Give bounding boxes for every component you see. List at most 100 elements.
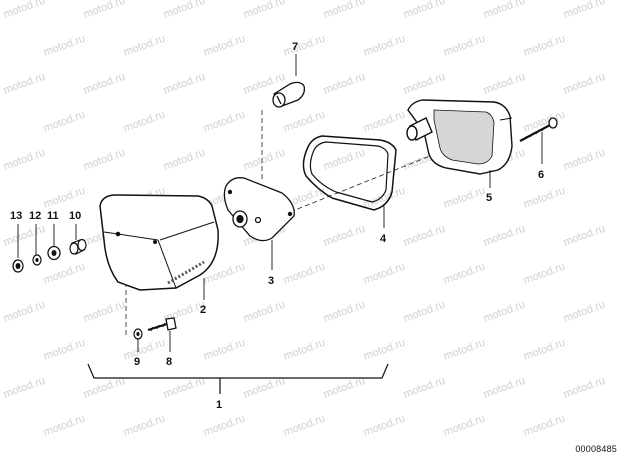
- callout-1: 1: [216, 399, 222, 411]
- part-7-bulb: [272, 81, 306, 108]
- watermark-text: motod.ru: [442, 413, 487, 439]
- watermark-text: motod.ru: [282, 261, 327, 287]
- part-11-grommet: [47, 245, 61, 261]
- watermark-text: motod.ru: [162, 0, 207, 21]
- watermark-text: motod.ru: [122, 109, 167, 135]
- part-10-spacer: [69, 238, 87, 255]
- watermark-text: motod.ru: [2, 147, 47, 173]
- watermark-text: motod.ru: [162, 147, 207, 173]
- watermark-text: motod.ru: [242, 375, 287, 401]
- watermark-text: motod.ru: [282, 109, 327, 135]
- part-2-lens-housing: [99, 194, 219, 291]
- watermark-text: motod.ru: [482, 375, 527, 401]
- watermark-text: motod.ru: [122, 413, 167, 439]
- watermark-text: motod.ru: [562, 223, 607, 249]
- watermark-text: motod.ru: [162, 375, 207, 401]
- watermark-text: motod.ru: [242, 0, 287, 21]
- callout-7: 7: [292, 41, 298, 53]
- callout-2: 2: [200, 304, 206, 316]
- leader-lines: [17, 54, 543, 352]
- watermark-text: motod.ru: [442, 33, 487, 59]
- watermark-text: motod.ru: [402, 375, 447, 401]
- callout-6: 6: [538, 169, 544, 181]
- part-13-nut: [12, 259, 24, 273]
- callout-11: 11: [47, 210, 59, 222]
- watermark-layer: motod.ru motod.ru motod.ru motod.ru motod.ru…: [2, 0, 607, 439]
- part-3-bulb-holder: [223, 177, 295, 242]
- watermark-text: motod.ru: [122, 337, 167, 363]
- watermark-text: motod.ru: [202, 33, 247, 59]
- watermark-text: motod.ru: [522, 33, 567, 59]
- watermark-text: motod.ru: [522, 261, 567, 287]
- watermark-text: motod.ru: [82, 0, 127, 21]
- watermark-text: motod.ru: [322, 223, 367, 249]
- watermark-text: motod.ru: [282, 33, 327, 59]
- watermark-text: motod.ru: [42, 109, 87, 135]
- callout-13: 13: [10, 210, 22, 222]
- watermark-text: motod.ru: [242, 299, 287, 325]
- watermark-text: motod.ru: [402, 299, 447, 325]
- watermark-text: motod.ru: [562, 375, 607, 401]
- watermark-text: motod.ru: [202, 337, 247, 363]
- watermark-text: motod.ru: [322, 71, 367, 97]
- watermark-text: motod.ru: [482, 71, 527, 97]
- watermark-text: motod.ru: [362, 337, 407, 363]
- watermark-text: motod.ru: [442, 337, 487, 363]
- watermark-text: motod.ru: [322, 147, 367, 173]
- watermark-text: motod.ru: [2, 71, 47, 97]
- watermark-text: motod.ru: [442, 261, 487, 287]
- watermark-text: motod.ru: [522, 109, 567, 135]
- watermark-text: motod.ru: [562, 299, 607, 325]
- part-5-reflector-housing: [406, 99, 513, 175]
- watermark-text: motod.ru: [562, 0, 607, 21]
- assembly-axis-lines: [125, 110, 441, 335]
- watermark-text: motod.ru: [522, 185, 567, 211]
- watermark-text: motod.ru: [2, 299, 47, 325]
- watermark-text: motod.ru: [42, 337, 87, 363]
- watermark-text: motod.ru: [562, 147, 607, 173]
- watermark-text: motod.ru: [402, 0, 447, 21]
- watermark-text: motod.ru: [202, 413, 247, 439]
- watermark-text: motod.ru: [322, 0, 367, 21]
- watermark-text: motod.ru: [362, 261, 407, 287]
- watermark-text: motod.ru: [42, 185, 87, 211]
- part-6-screw: [519, 117, 558, 142]
- part-9-washer: [133, 328, 143, 340]
- watermark-text: motod.ru: [42, 261, 87, 287]
- part-4-gasket: [302, 135, 397, 211]
- watermark-text: motod.ru: [82, 71, 127, 97]
- watermark-text: motod.ru: [482, 223, 527, 249]
- watermark-text: motod.ru: [522, 413, 567, 439]
- watermark-text: motod.ru: [42, 33, 87, 59]
- part-12-washer: [32, 254, 42, 266]
- watermark-text: motod.ru: [282, 413, 327, 439]
- callout-5: 5: [486, 192, 492, 204]
- watermark-text: motod.ru: [202, 109, 247, 135]
- watermark-text: motod.ru: [122, 33, 167, 59]
- callout-10: 10: [69, 210, 81, 222]
- callout-3: 3: [268, 275, 274, 287]
- watermark-text: motod.ru: [2, 375, 47, 401]
- watermark-text: motod.ru: [162, 71, 207, 97]
- watermark-text: motod.ru: [2, 0, 47, 21]
- watermark-text: motod.ru: [82, 299, 127, 325]
- watermark-text: motod.ru: [362, 413, 407, 439]
- watermark-text: motod.ru: [402, 71, 447, 97]
- callout-4: 4: [380, 233, 387, 245]
- watermark-text: motod.ru: [562, 71, 607, 97]
- callout-numbers: 7 13 12 11 10 2 3 4 5 6 9 8 1: [10, 41, 544, 411]
- watermark-text: motod.ru: [82, 375, 127, 401]
- assembly-bracket: [87, 363, 389, 394]
- watermark-text: motod.ru: [402, 223, 447, 249]
- watermark-text: motod.ru: [482, 0, 527, 21]
- watermark-text: motod.ru: [522, 337, 567, 363]
- part-8-screw: [147, 317, 177, 332]
- callout-12: 12: [29, 210, 41, 222]
- watermark-text: motod.ru: [362, 33, 407, 59]
- watermark-text: motod.ru: [362, 109, 407, 135]
- watermark-text: motod.ru: [2, 223, 47, 249]
- watermark-text: motod.ru: [282, 337, 327, 363]
- watermark-text: motod.ru: [242, 147, 287, 173]
- watermark-text: motod.ru: [82, 147, 127, 173]
